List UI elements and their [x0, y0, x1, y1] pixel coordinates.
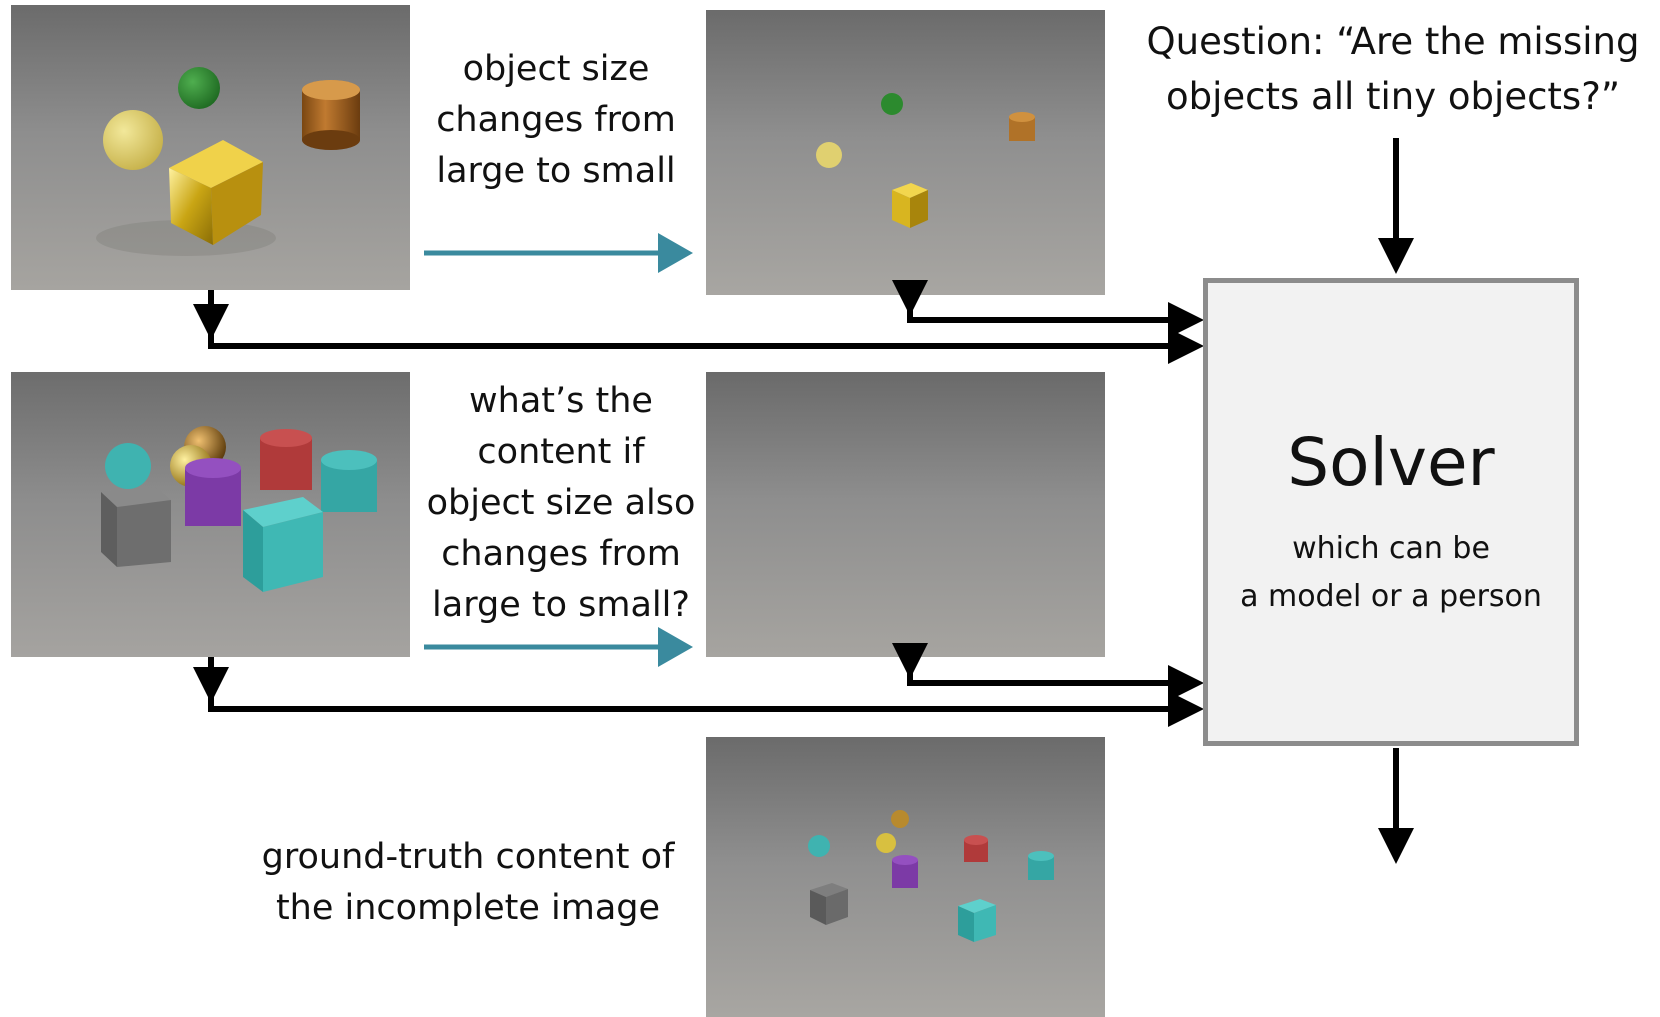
question-text: Question: “Are the missing objects all t… [1146, 20, 1640, 118]
label-query: what’s the content if object size also c… [426, 381, 696, 625]
panel-large-objects-1 [11, 5, 410, 290]
solver-subtitle: which can be a model or a person [1240, 531, 1542, 614]
solver-box: Solver which can be a model or a person [1203, 278, 1579, 746]
arrow-panel4-to-solver [907, 657, 1204, 701]
solver-title: Solver [1287, 424, 1495, 501]
label-size-change: object size changes from large to small [436, 49, 676, 191]
panel-small-objects-1 [706, 10, 1105, 295]
arrow-panel2-to-solver [907, 295, 1204, 338]
label-ground-truth: ground-truth content of the incomplete i… [261, 837, 675, 928]
panel-incomplete-image [706, 372, 1105, 657]
panel-ground-truth [706, 737, 1105, 1017]
panel-large-objects-2 [11, 372, 410, 657]
